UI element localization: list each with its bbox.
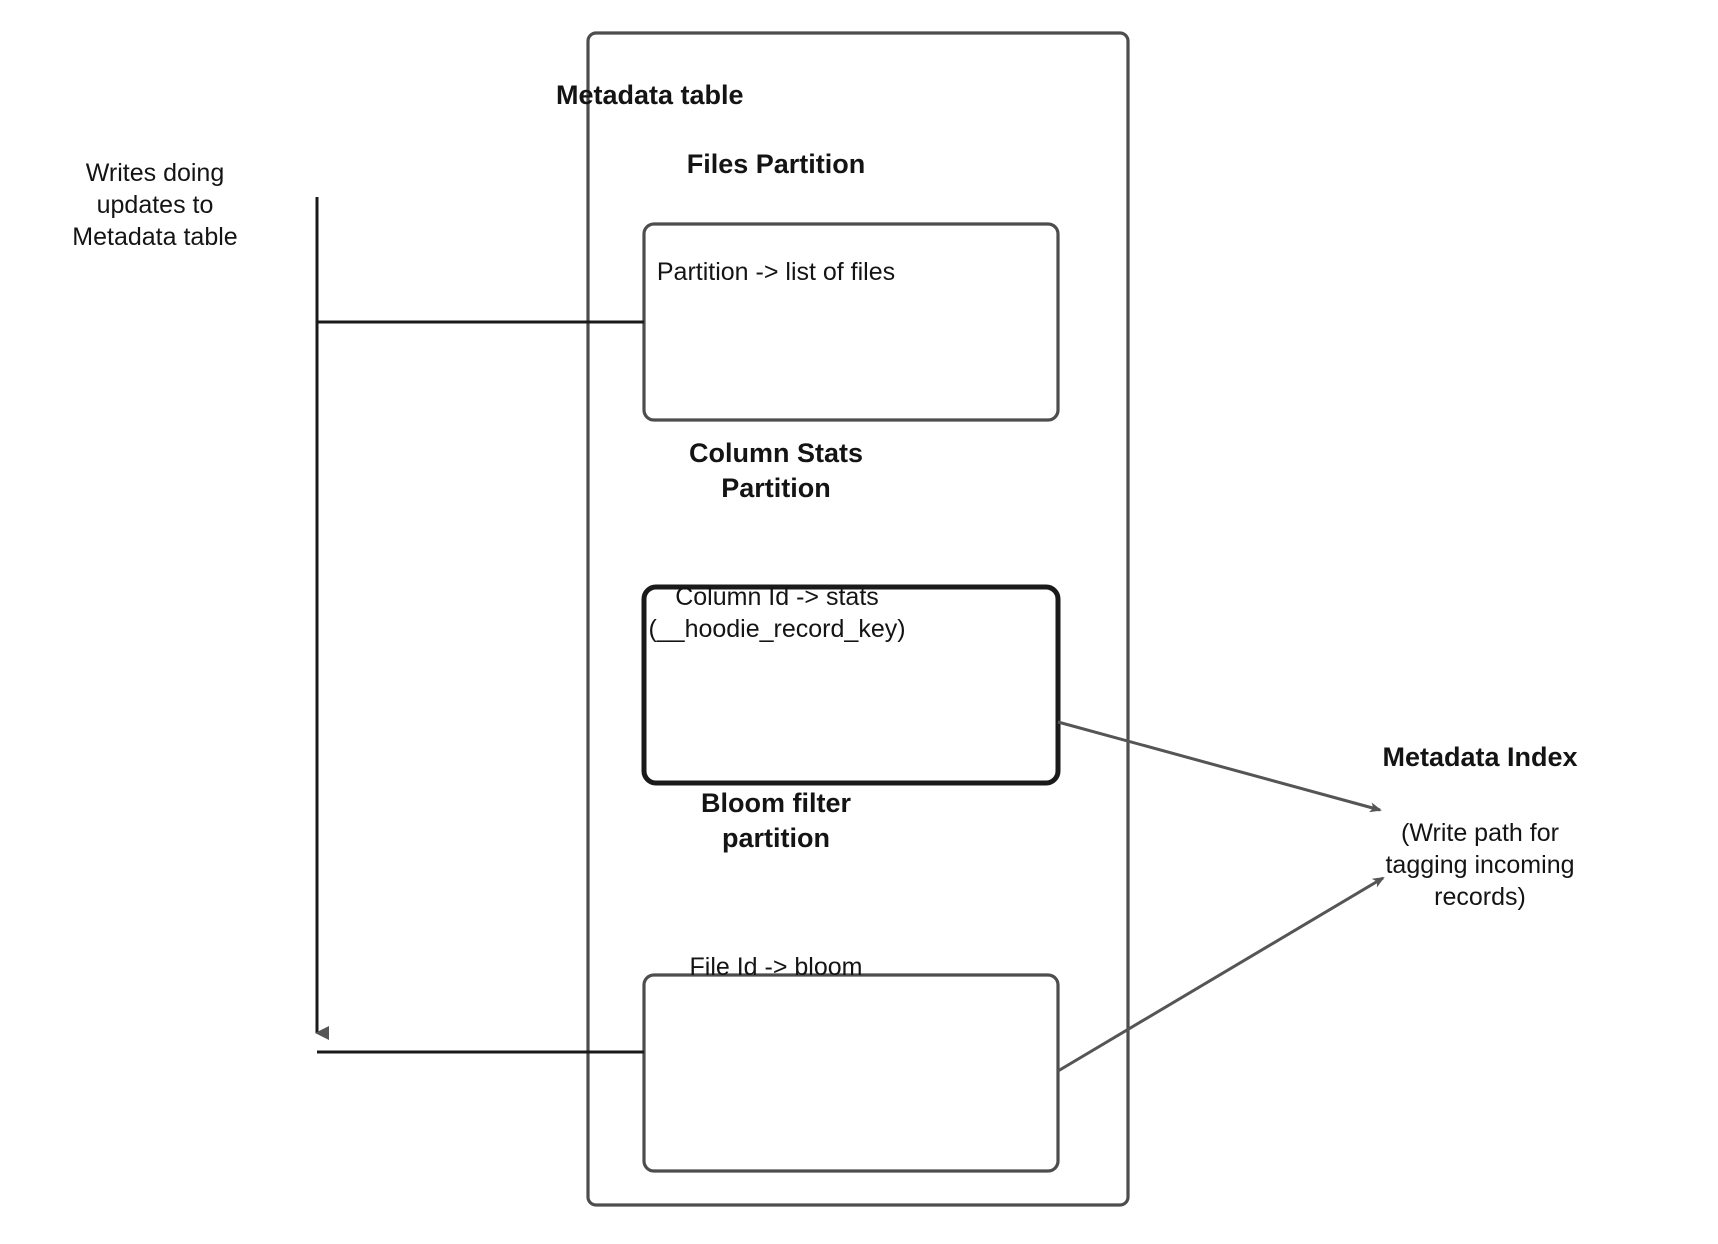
files-partition-box-text: Partition -> list of files xyxy=(656,258,896,286)
writes-doing-updates-label: Writes doing updates to Metadata table xyxy=(72,159,238,251)
column-stats-to-metadata-index-arrow xyxy=(1057,720,1382,813)
column-stats-partition-box xyxy=(641,584,1061,786)
metadata-table-container xyxy=(586,31,1130,1207)
files-partition-box xyxy=(642,222,1060,422)
column-stats-partition-box-text: Column Id -> stats (__hoodie_record_key) xyxy=(648,583,906,643)
metadata-index-note: (Write path for tagging incoming records… xyxy=(1385,819,1575,911)
bloom-filter-partition-box-text: File Id -> bloom xyxy=(689,953,863,981)
column-stats-partition-heading: Column Stats Partition xyxy=(688,438,863,503)
bloom-filter-partition-heading: Bloom filter partition xyxy=(700,788,851,853)
metadata-table-label: Metadata table xyxy=(556,80,744,110)
bloom-filter-to-metadata-index-arrow xyxy=(1057,876,1385,1073)
files-partition-heading: Files Partition xyxy=(686,149,866,179)
bloom-filter-partition-box xyxy=(642,973,1060,1173)
metadata-index-label: Metadata Index xyxy=(1382,742,1578,772)
